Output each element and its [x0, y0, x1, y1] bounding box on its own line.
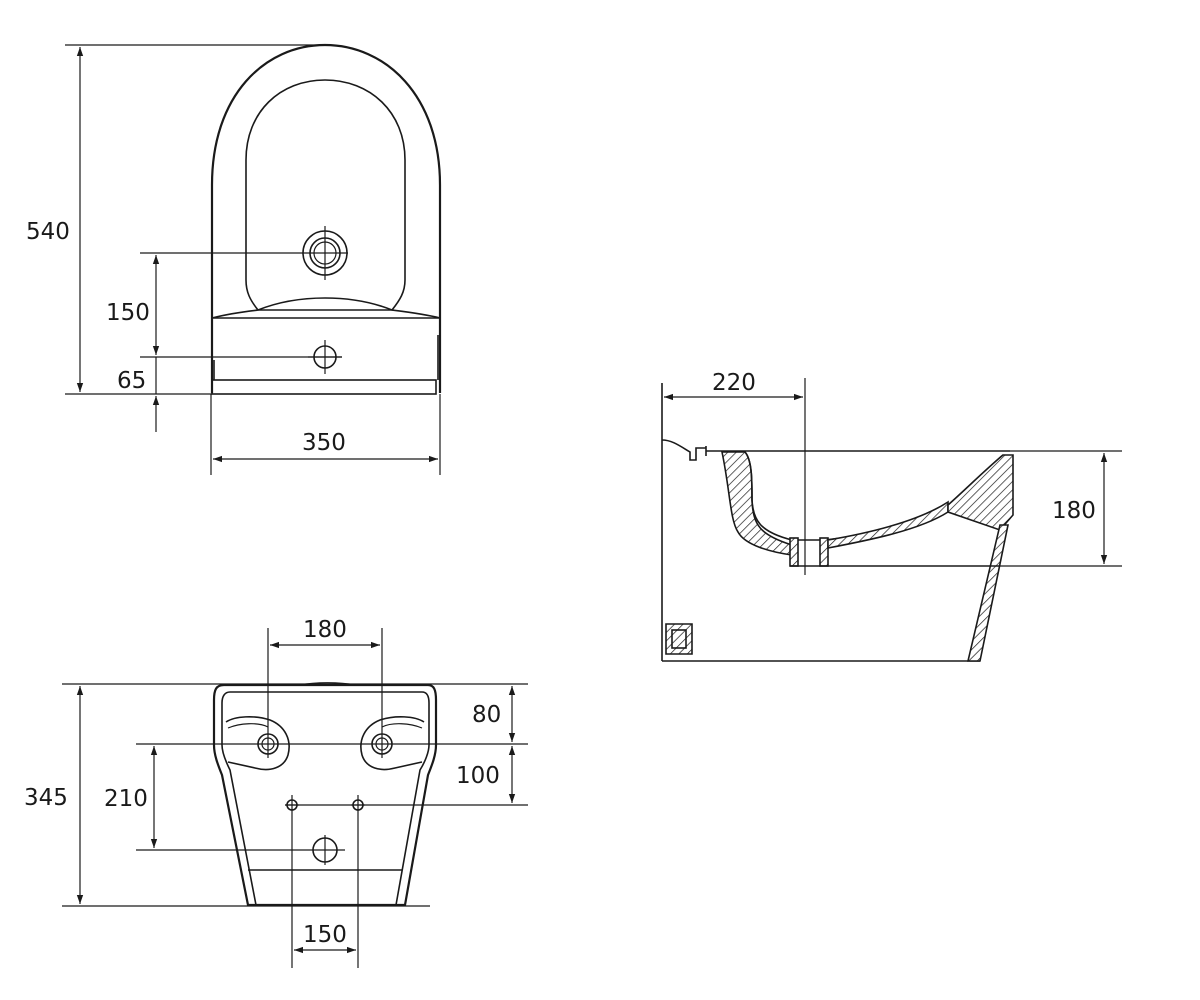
dim-label-150-top: 150 [106, 300, 150, 326]
rear-view-left-pocket [225, 716, 290, 771]
rear-view-inner-outline [230, 691, 430, 906]
rear-view-outer-outline [212, 683, 438, 907]
dim-label-180-rear: 180 [303, 617, 347, 643]
dim-label-80: 80 [472, 702, 501, 728]
dim-label-220: 220 [712, 370, 756, 396]
rear-view-left-pocket-inner [227, 723, 269, 729]
dim-label-150-rear: 150 [303, 922, 347, 948]
dim-label-540: 540 [26, 219, 70, 245]
dim-label-345: 345 [24, 785, 68, 811]
side-view-drain-left [789, 537, 799, 567]
dim-label-350: 350 [302, 430, 346, 456]
dim-label-65: 65 [117, 368, 146, 394]
side-view-bowl-floor-right [827, 500, 949, 549]
side-view-bowl-rear-wall [947, 454, 1014, 531]
dim-label-180-side: 180 [1052, 498, 1096, 524]
rear-view-right-pocket [360, 716, 425, 771]
side-view-tap [661, 439, 706, 461]
side-view-bowl-front-wall [721, 451, 793, 556]
side-view: 220 180 [661, 370, 1122, 662]
rear-view: 180 80 100 345 210 150 [24, 617, 528, 968]
side-view-bracket [665, 623, 693, 655]
rear-view-right-pocket-inner [381, 723, 423, 729]
top-view-base-plate [211, 379, 437, 395]
top-view: 540 150 65 350 [26, 43, 442, 475]
side-view-pedestal [966, 524, 1009, 662]
side-view-bracket-inner [671, 629, 687, 649]
dim-label-210: 210 [104, 786, 148, 812]
top-view-rim-line [211, 309, 441, 319]
dim-label-100: 100 [456, 763, 500, 789]
top-view-bowl-outline [245, 79, 406, 311]
side-view-drain-right [819, 537, 829, 567]
rear-view-inner-outline-left [221, 691, 257, 906]
